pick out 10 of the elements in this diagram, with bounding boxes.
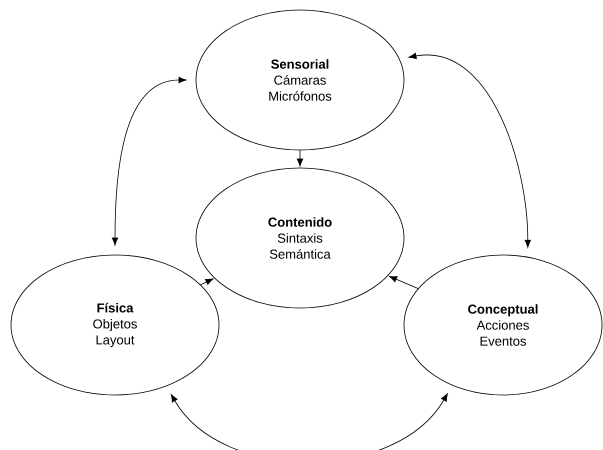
arrow [408,52,531,248]
ellipse-node: Física Objetos Layout [10,254,220,396]
arrow [296,150,304,166]
ellipse-node: Conceptual Acciones Eventos [404,254,602,396]
ellipse-node: Sensorial Cámaras Micrófonos [196,10,404,150]
arrow [200,278,214,286]
ellipse-node: Contenido Sintaxis Semántica [196,168,404,308]
arrow [112,76,186,246]
arrow [389,276,418,289]
arrow [170,393,448,450]
